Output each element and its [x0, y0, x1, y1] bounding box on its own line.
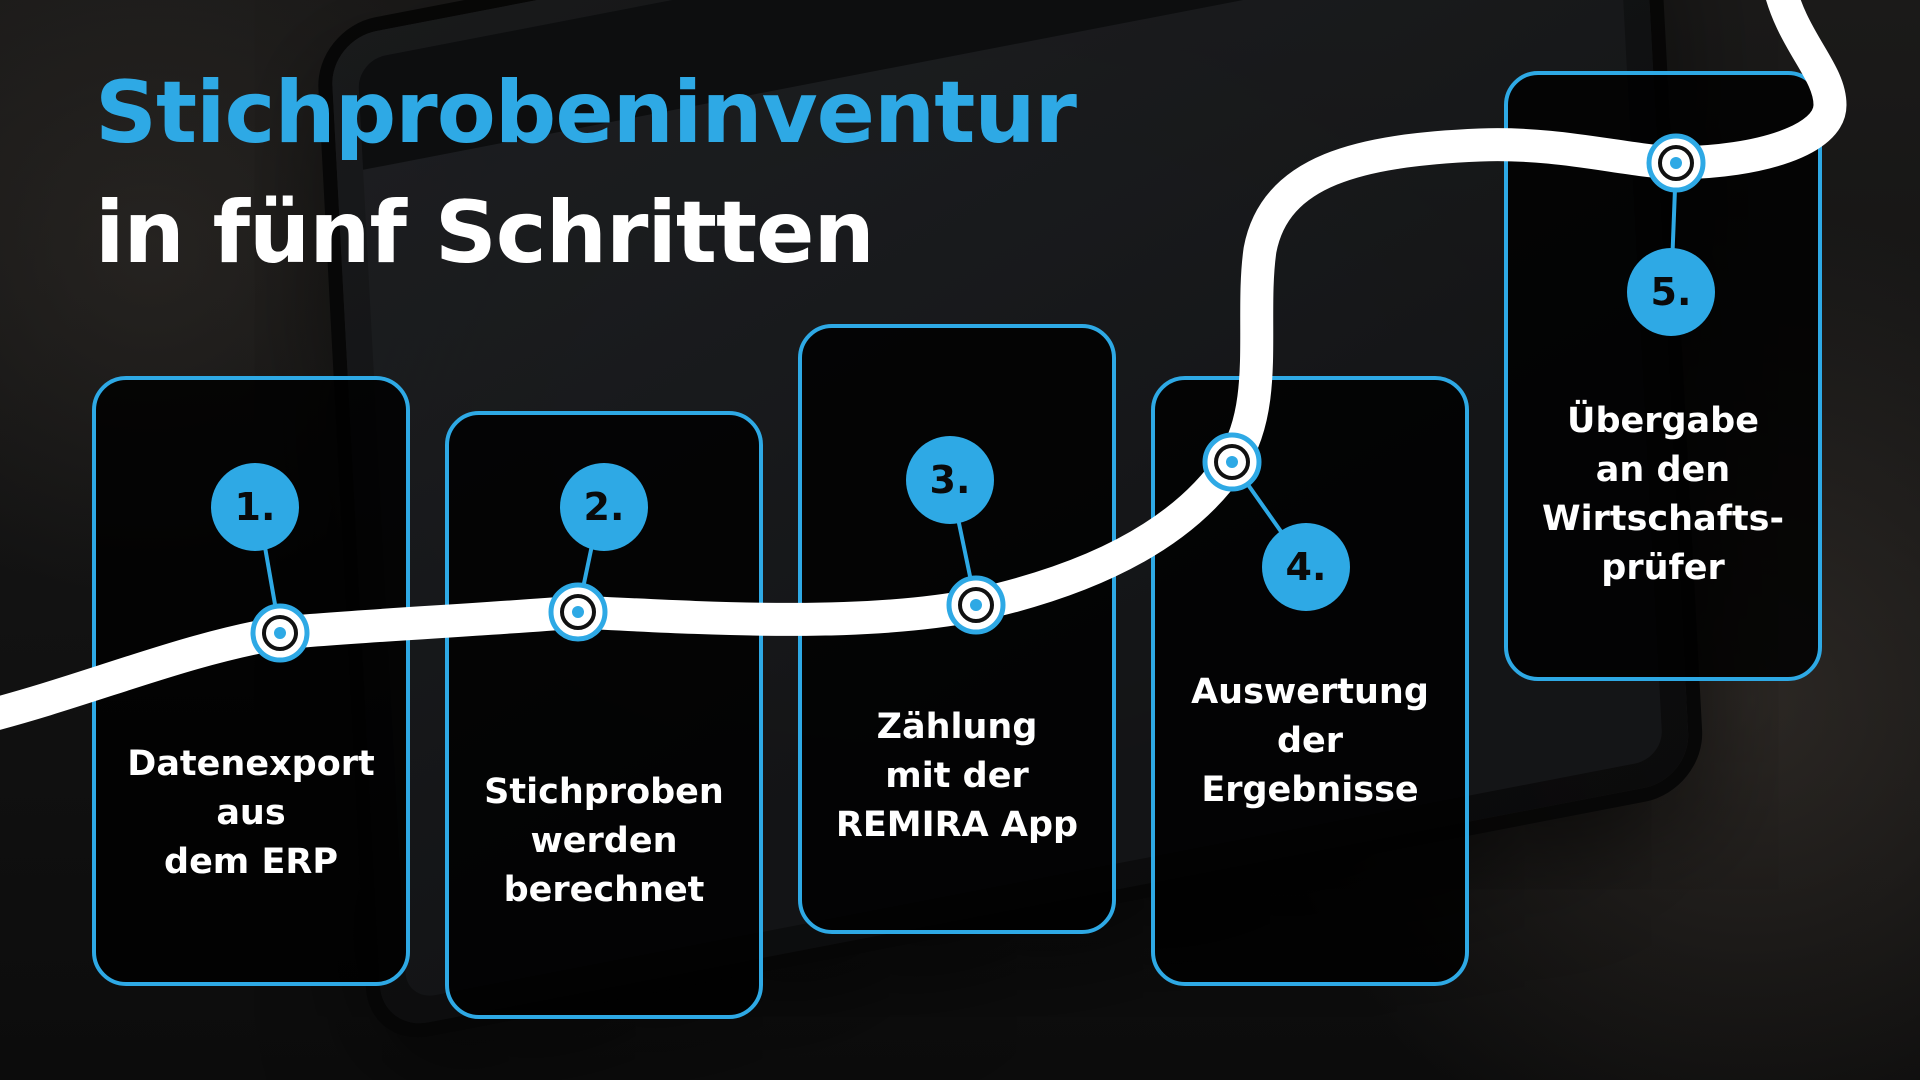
step-label-4-line-2: der: [1276, 721, 1344, 761]
step-label-5-line-4: prüfer: [1601, 548, 1725, 588]
page-title-line-2: in fünf Schritten: [95, 183, 875, 283]
step-label-4: Auswertung der Ergebnisse: [1155, 668, 1465, 815]
step-label-2-line-2: werden: [530, 821, 678, 861]
step-label-2-line-3: berechnet: [503, 870, 705, 910]
step-number-badge-5: 5.: [1627, 248, 1715, 336]
page-title-line-1: Stichprobeninventur: [95, 63, 1077, 163]
step-label-5: Übergabe an den Wirtschafts- prüfer: [1508, 397, 1818, 593]
step-label-1: Datenexport aus dem ERP: [96, 740, 406, 887]
step-label-1-line-1: Datenexport: [127, 744, 375, 784]
milestone-marker-4: [1202, 432, 1262, 492]
step-label-3-line-3: REMIRA App: [835, 805, 1079, 845]
step-label-5-line-1: Übergabe: [1567, 401, 1759, 441]
milestone-marker-5: [1646, 133, 1706, 193]
step-label-2: Stichproben werden berechnet: [449, 768, 759, 915]
step-number-badge-1: 1.: [211, 463, 299, 551]
step-label-5-line-2: an den: [1595, 450, 1731, 490]
step-label-3: Zählung mit der REMIRA App: [802, 703, 1112, 850]
milestone-marker-1: [250, 603, 310, 663]
step-number-badge-3: 3.: [906, 436, 994, 524]
step-label-5-line-3: Wirtschafts-: [1541, 499, 1785, 539]
step-number-badge-4: 4.: [1262, 523, 1350, 611]
step-label-4-line-3: Ergebnisse: [1201, 770, 1419, 810]
step-label-1-line-2: aus: [216, 793, 286, 833]
step-label-1-line-3: dem ERP: [164, 842, 338, 882]
step-label-3-line-1: Zählung: [876, 707, 1038, 747]
step-label-4-line-1: Auswertung: [1191, 672, 1429, 712]
milestone-marker-2: [548, 582, 608, 642]
step-label-3-line-2: mit der: [885, 756, 1029, 796]
step-number-badge-2: 2.: [560, 463, 648, 551]
milestone-marker-3: [946, 575, 1006, 635]
step-label-2-line-1: Stichproben: [484, 772, 724, 812]
